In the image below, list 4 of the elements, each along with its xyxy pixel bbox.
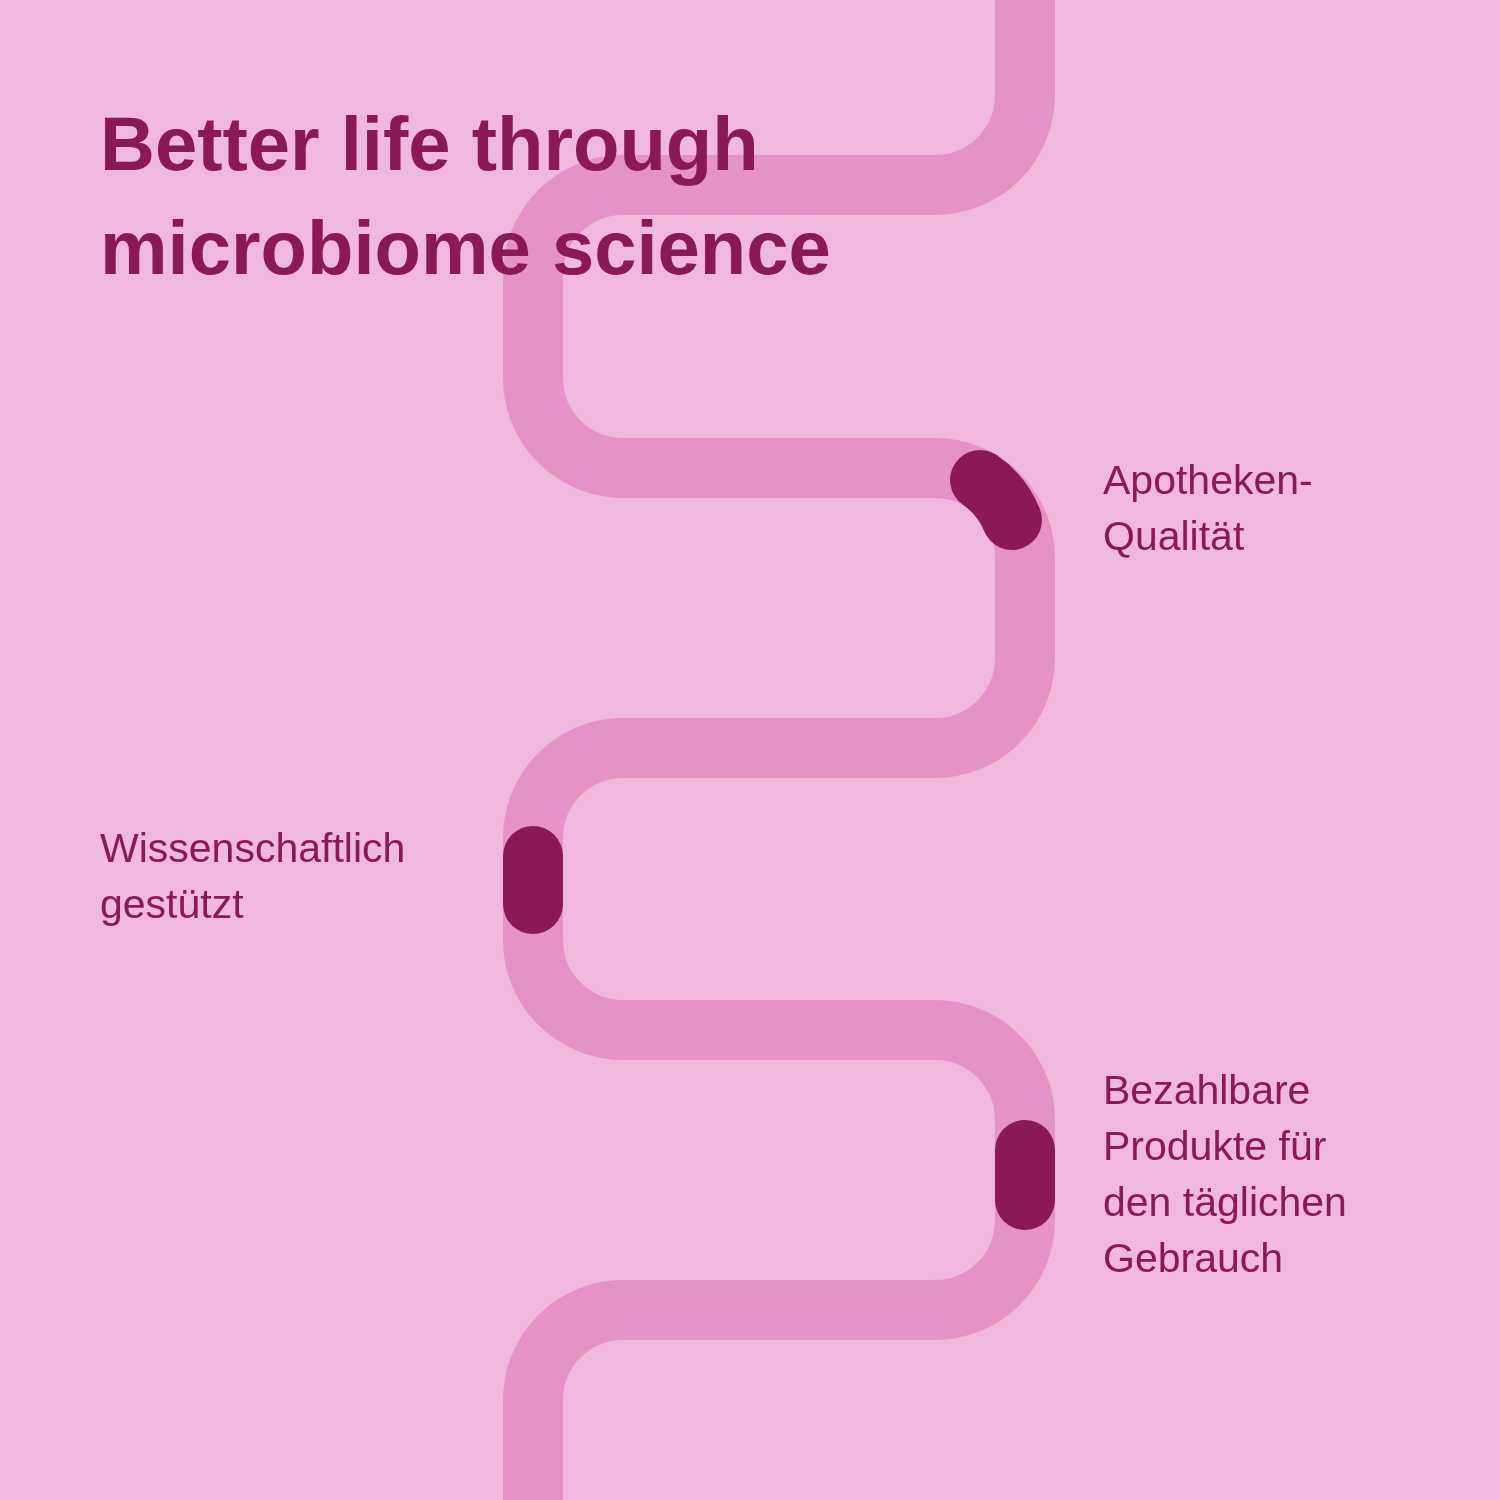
feature-label: Wissenschaftlich gestützt [100, 824, 407, 929]
feature-label: Apotheken-Qualität [1103, 456, 1314, 561]
feature-label: Bezahlbare Produkte für den täglichen Gebrauch [1103, 1066, 1348, 1283]
title: Better life through microbiome science [100, 100, 832, 292]
